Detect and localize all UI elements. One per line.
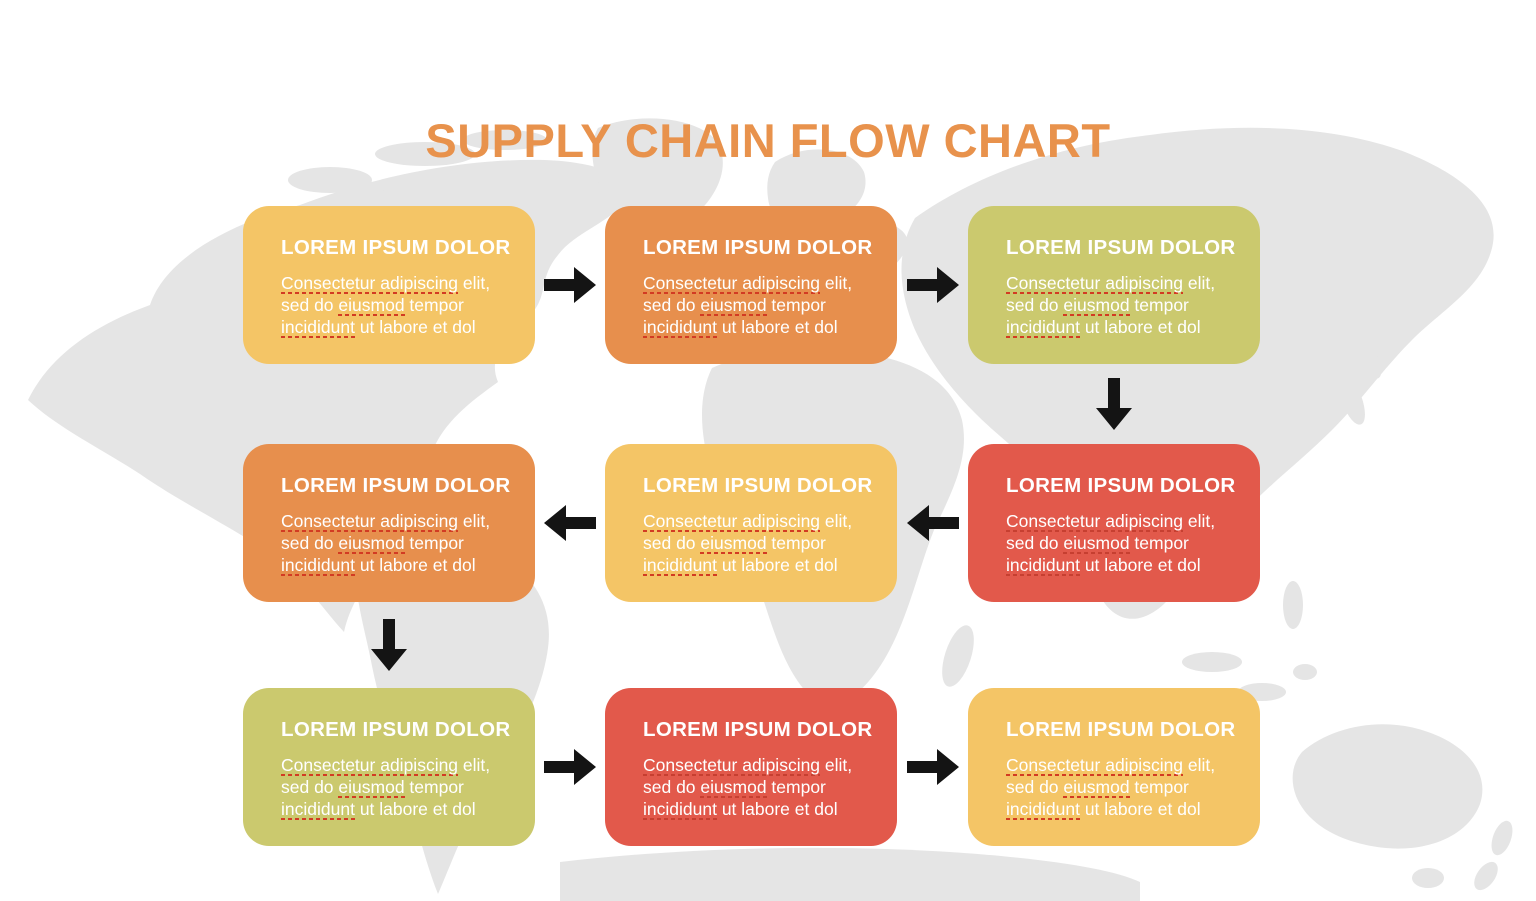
arrow-right-icon bbox=[906, 265, 959, 305]
flow-box-1: LOREM IPSUM DOLOR Consectetur adipiscing … bbox=[243, 206, 535, 364]
misspelling-underline: Consectetur adipiscing bbox=[281, 273, 459, 294]
misspelling-underline: incididunt bbox=[1006, 799, 1080, 821]
flow-box-7: LOREM IPSUM DOLOR Consectetur adipiscing … bbox=[243, 688, 535, 846]
arrow-right-icon bbox=[544, 747, 596, 787]
arrow-down-icon bbox=[369, 619, 409, 671]
misspelling-underline: eiusmod bbox=[1063, 533, 1130, 555]
box-body: Consectetur adipiscing elit,sed do eiusm… bbox=[643, 273, 853, 339]
flow-box-3: LOREM IPSUM DOLOR Consectetur adipiscing … bbox=[968, 206, 1260, 364]
misspelling-underline: incididunt bbox=[643, 555, 717, 577]
box-heading: LOREM IPSUM DOLOR bbox=[643, 718, 873, 741]
misspelling-underline: incididunt bbox=[643, 799, 717, 821]
misspelling-underline: eiusmod bbox=[1063, 777, 1130, 799]
misspelling-underline: incididunt bbox=[281, 317, 355, 339]
box-heading: LOREM IPSUM DOLOR bbox=[281, 236, 511, 259]
flow-box-4: LOREM IPSUM DOLOR Consectetur adipiscing … bbox=[243, 444, 535, 602]
misspelling-underline: Consectetur adipiscing bbox=[281, 511, 459, 532]
arrow-right-icon bbox=[544, 265, 596, 305]
arrow-left-icon bbox=[906, 503, 959, 543]
misspelling-underline: Consectetur adipiscing bbox=[281, 755, 459, 776]
misspelling-underline: Consectetur adipiscing bbox=[1006, 273, 1184, 294]
box-body: Consectetur adipiscing elit,sed do eiusm… bbox=[281, 755, 491, 821]
misspelling-underline: Consectetur adipiscing bbox=[643, 273, 821, 294]
misspelling-underline: incididunt bbox=[643, 317, 717, 339]
flow-box-8: LOREM IPSUM DOLOR Consectetur adipiscing … bbox=[605, 688, 897, 846]
misspelling-underline: eiusmod bbox=[700, 533, 767, 555]
box-body: Consectetur adipiscing elit,sed do eiusm… bbox=[643, 511, 853, 577]
misspelling-underline: Consectetur adipiscing bbox=[643, 755, 821, 776]
box-body: Consectetur adipiscing elit,sed do eiusm… bbox=[281, 273, 491, 339]
misspelling-underline: Consectetur adipiscing bbox=[1006, 511, 1184, 532]
misspelling-underline: Consectetur adipiscing bbox=[1006, 755, 1184, 776]
box-body: Consectetur adipiscing elit,sed do eiusm… bbox=[281, 511, 491, 577]
misspelling-underline: eiusmod bbox=[700, 777, 767, 799]
box-heading: LOREM IPSUM DOLOR bbox=[281, 474, 511, 497]
box-body: Consectetur adipiscing elit,sed do eiusm… bbox=[1006, 755, 1216, 821]
flow-box-6: LOREM IPSUM DOLOR Consectetur adipiscing … bbox=[968, 444, 1260, 602]
flow-box-9: LOREM IPSUM DOLOR Consectetur adipiscing … bbox=[968, 688, 1260, 846]
box-body: Consectetur adipiscing elit,sed do eiusm… bbox=[1006, 273, 1216, 339]
misspelling-underline: eiusmod bbox=[338, 533, 405, 555]
arrow-right-icon bbox=[906, 747, 959, 787]
box-body: Consectetur adipiscing elit,sed do eiusm… bbox=[1006, 511, 1216, 577]
misspelling-underline: incididunt bbox=[1006, 317, 1080, 339]
box-heading: LOREM IPSUM DOLOR bbox=[643, 474, 873, 497]
arrow-left-icon bbox=[544, 503, 596, 543]
box-body: Consectetur adipiscing elit,sed do eiusm… bbox=[643, 755, 853, 821]
misspelling-underline: incididunt bbox=[1006, 555, 1080, 577]
box-heading: LOREM IPSUM DOLOR bbox=[1006, 718, 1236, 741]
box-heading: LOREM IPSUM DOLOR bbox=[1006, 236, 1236, 259]
arrow-down-icon bbox=[1094, 378, 1134, 430]
misspelling-underline: eiusmod bbox=[700, 295, 767, 317]
box-heading: LOREM IPSUM DOLOR bbox=[643, 236, 873, 259]
misspelling-underline: incididunt bbox=[281, 799, 355, 821]
page-title: SUPPLY CHAIN FLOW CHART bbox=[425, 114, 1111, 168]
misspelling-underline: eiusmod bbox=[338, 777, 405, 799]
box-heading: LOREM IPSUM DOLOR bbox=[281, 718, 511, 741]
flow-box-2: LOREM IPSUM DOLOR Consectetur adipiscing … bbox=[605, 206, 897, 364]
box-heading: LOREM IPSUM DOLOR bbox=[1006, 474, 1236, 497]
misspelling-underline: eiusmod bbox=[1063, 295, 1130, 317]
flow-box-5: LOREM IPSUM DOLOR Consectetur adipiscing … bbox=[605, 444, 897, 602]
misspelling-underline: incididunt bbox=[281, 555, 355, 577]
misspelling-underline: Consectetur adipiscing bbox=[643, 511, 821, 532]
misspelling-underline: eiusmod bbox=[338, 295, 405, 317]
